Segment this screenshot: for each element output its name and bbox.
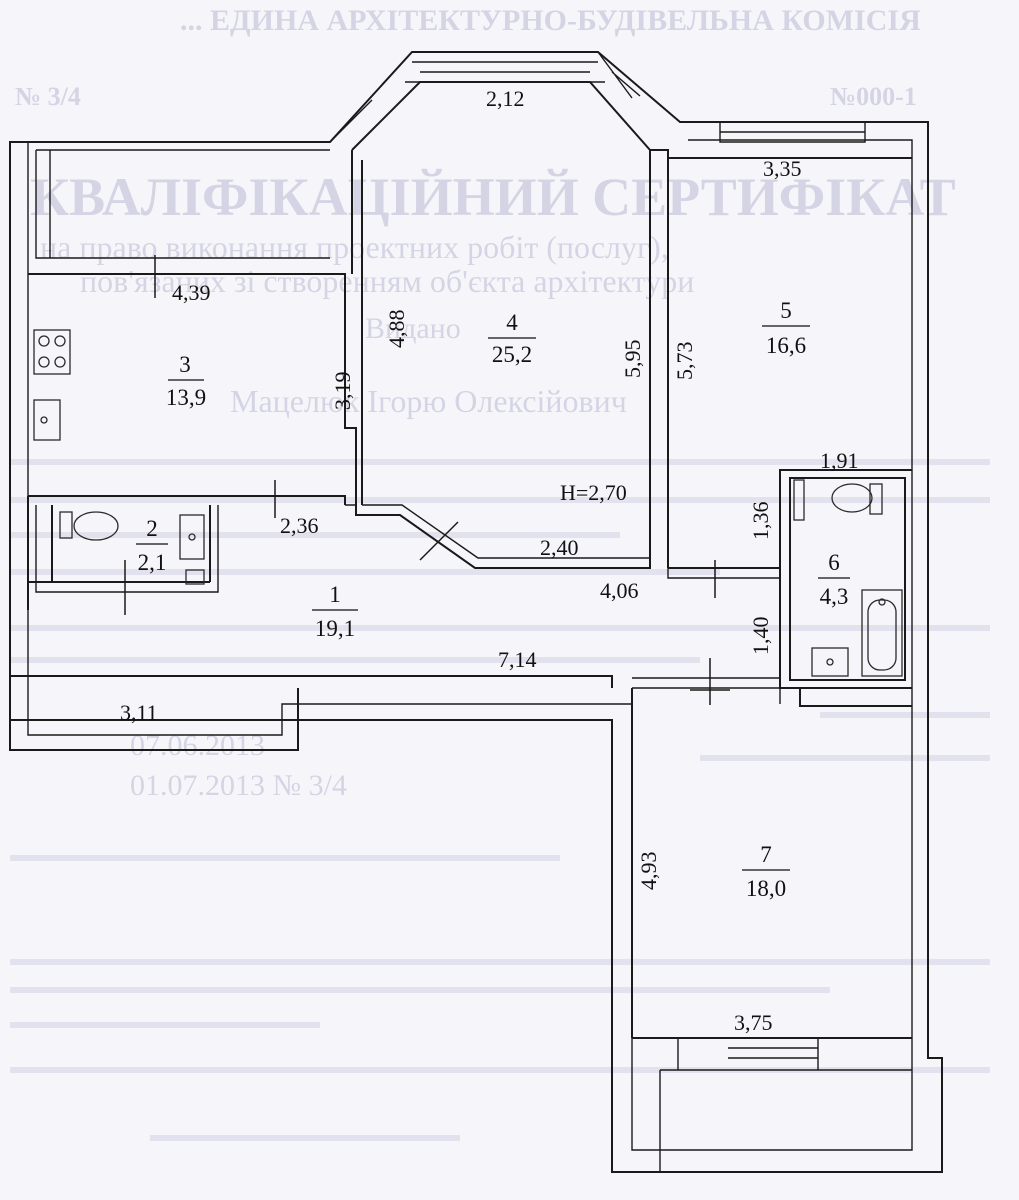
room-area: 4,3 xyxy=(820,584,849,609)
background-certificate: ... ЕДИНА АРХІТЕКТУРНО-БУДІВЕЛЬНА КОМІСІ… xyxy=(10,4,990,1141)
wc-sink-icon xyxy=(179,514,205,560)
dim-kitchen-width: 4,39 xyxy=(172,280,211,305)
room-3-label: 3 13,9 xyxy=(166,352,206,410)
bg-certificate-sub1: на право виконання проектних робіт (посл… xyxy=(40,229,669,265)
room4-inner xyxy=(362,504,650,559)
kitchen-sink-icon xyxy=(33,399,61,441)
balcony-kitchen xyxy=(35,149,330,259)
stove-icon xyxy=(33,329,71,375)
bath-shelf-icon xyxy=(793,479,805,521)
room-7-label: 7 18,0 xyxy=(742,842,790,901)
dim-hall-width: 3,11 xyxy=(120,700,158,725)
room7-window xyxy=(659,1038,912,1172)
room-number: 3 xyxy=(179,352,191,377)
room-number: 7 xyxy=(760,842,772,867)
bg-certificate-title: КВАЛІФІКАЦІЙНИЙ СЕРТИФІКАТ xyxy=(30,167,956,227)
room5-window xyxy=(719,122,866,143)
dim-kitchen-depth: 3,19 xyxy=(330,372,355,411)
room-area: 19,1 xyxy=(315,616,355,641)
dim-room7-width: 3,75 xyxy=(734,1010,773,1035)
dim-room5-left: 5,73 xyxy=(672,342,697,381)
dim-room5-width: 3,35 xyxy=(763,156,802,181)
dim-room4-side: 4,88 xyxy=(384,310,409,349)
corridor-wall xyxy=(27,495,346,610)
dim-room7-depth: 4,93 xyxy=(636,852,661,891)
cabinet-icon xyxy=(185,569,205,585)
ceiling-height: H=2,70 xyxy=(560,480,627,505)
dim-corridor-mid: 4,06 xyxy=(600,578,639,603)
room-labels: 3 13,9 4 25,2 5 16,6 2 2,1 1 19,1 6 4,3 xyxy=(136,298,850,901)
bg-number-right: №000-1 xyxy=(830,82,917,111)
room-area: 18,0 xyxy=(746,876,786,901)
tick-marks xyxy=(124,255,730,705)
bg-date-2: 01.07.2013 № 3/4 xyxy=(130,769,347,802)
dim-bath-width: 1,91 xyxy=(820,448,859,473)
dim-corridor-diag: 2,40 xyxy=(540,535,579,560)
bath-sink-icon xyxy=(811,647,849,677)
bg-top-line: ... ЕДИНА АРХІТЕКТУРНО-БУДІВЕЛЬНА КОМІСІ… xyxy=(180,4,921,37)
room-area: 2,1 xyxy=(138,550,167,575)
dim-corridor-long: 7,14 xyxy=(498,647,537,672)
bathtub-icon xyxy=(861,589,903,677)
toilet-icon-wc xyxy=(59,511,119,541)
room7-wall xyxy=(631,688,912,1039)
room-5-label: 5 16,6 xyxy=(762,298,810,358)
room-area: 13,9 xyxy=(166,385,206,410)
room-number: 1 xyxy=(329,582,341,607)
room-2-label: 2 2,1 xyxy=(136,516,168,575)
bay-window xyxy=(329,51,641,143)
bg-date-1: 07.06.2013 xyxy=(130,729,265,762)
room-number: 6 xyxy=(828,550,840,575)
bathroom-wall xyxy=(779,477,912,689)
dim-bay-window: 2,12 xyxy=(486,86,525,111)
dim-bath-depth: 1,36 xyxy=(748,502,773,541)
bg-certificate-name: Мацелюк Ігорю Олексійович xyxy=(230,383,627,419)
room-6-label: 6 4,3 xyxy=(818,550,850,609)
dim-bath-lower: 1,40 xyxy=(748,617,773,656)
bg-number-left: № 3/4 xyxy=(15,82,81,111)
dim-wc-corridor: 2,36 xyxy=(280,513,319,538)
hall-bottom-wall xyxy=(10,675,613,721)
room-4-label: 4 25,2 xyxy=(488,310,536,367)
room5-wall xyxy=(668,157,912,569)
fixtures xyxy=(33,329,903,677)
room-1-label: 1 19,1 xyxy=(312,582,358,641)
room-number: 5 xyxy=(780,298,792,323)
toilet-icon-bath xyxy=(831,483,883,515)
outer-wall xyxy=(9,51,943,1173)
room-area: 16,6 xyxy=(766,333,806,358)
bg-text-lines xyxy=(10,459,990,1141)
left-column xyxy=(9,142,29,750)
bg-certificate-sub3: Видано xyxy=(365,312,461,345)
corridor-inner xyxy=(35,504,781,704)
room-area: 25,2 xyxy=(492,342,532,367)
room-number: 4 xyxy=(506,310,518,335)
dim-room4-right: 5,95 xyxy=(620,340,645,379)
bg-certificate-sub2: пов'язаних зі створенням об'єкта архітек… xyxy=(80,263,694,299)
dimension-labels: 2,12 3,35 4,39 4,88 3,19 5,95 5,73 1,91 … xyxy=(120,86,859,1035)
room-number: 2 xyxy=(146,516,158,541)
